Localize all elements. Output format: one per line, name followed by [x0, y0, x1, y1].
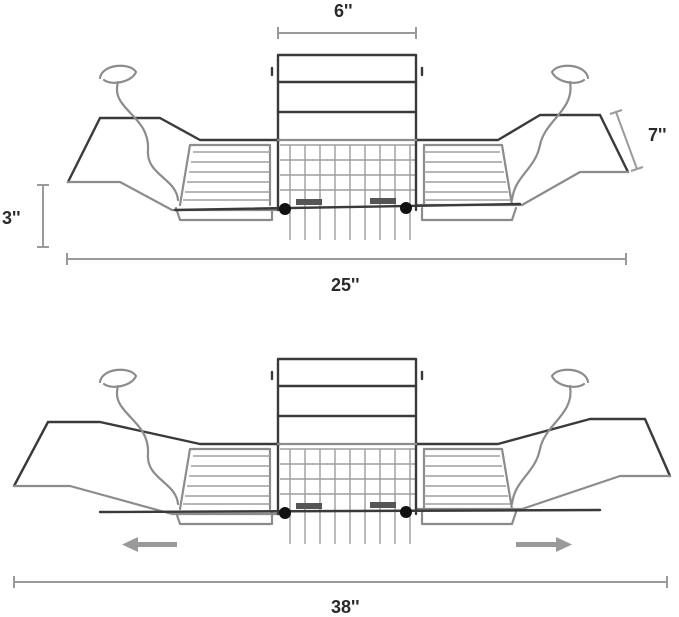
dimension-height-right: [609, 109, 644, 172]
dimension-length-retracted: [66, 253, 627, 265]
caddy-retracted: [66, 53, 630, 241]
label-height-right: 7'': [648, 125, 667, 145]
label-height-left: 3'': [2, 208, 21, 228]
label-length-retracted: 25'': [331, 275, 360, 295]
arrow-left-icon: [122, 537, 177, 552]
dimension-book-rest: [277, 27, 417, 39]
label-book-rest-width: 6'': [334, 1, 353, 21]
dimension-length-extended: [13, 576, 668, 588]
arrow-right-icon: [516, 537, 572, 552]
caddy-extended: [12, 357, 672, 545]
dimension-height-left: [37, 184, 49, 248]
label-length-extended: 38'': [331, 597, 360, 617]
